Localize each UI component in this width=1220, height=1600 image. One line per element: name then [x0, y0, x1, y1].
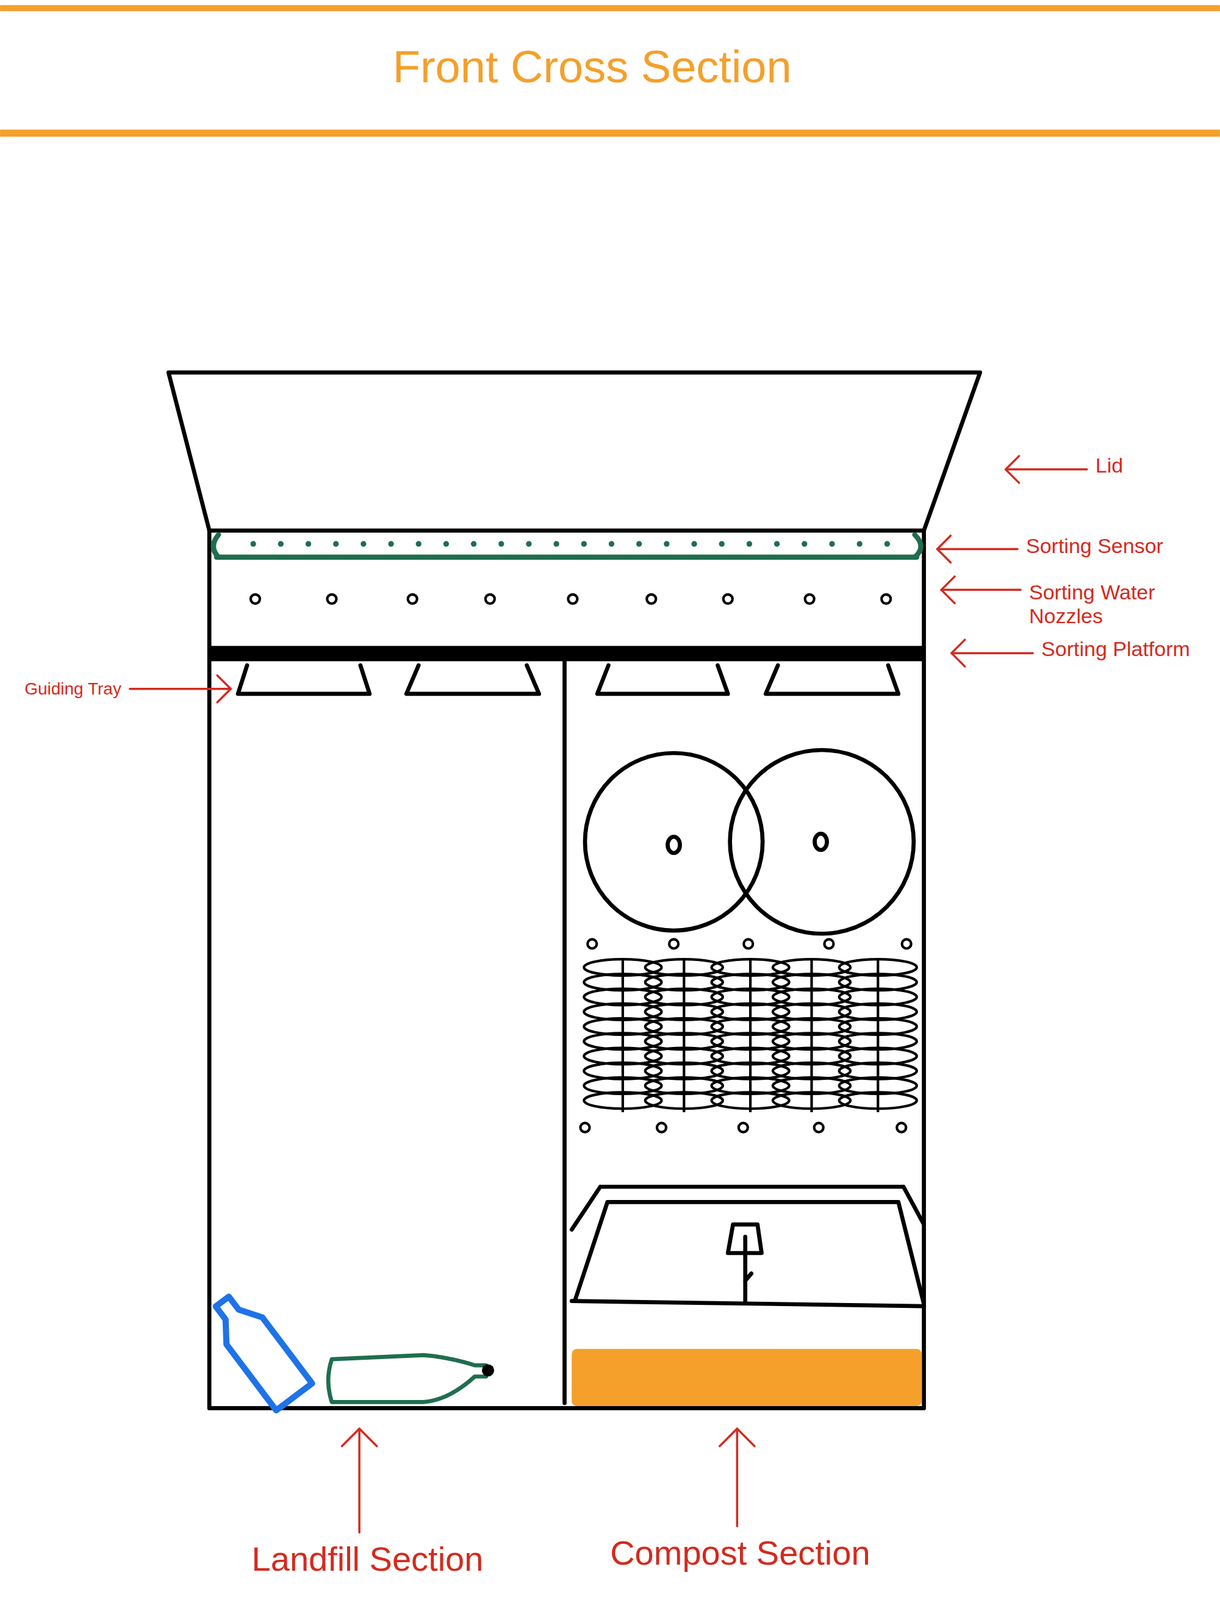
- sensor-dot: [828, 541, 835, 547]
- water-nozzle: [824, 939, 834, 949]
- leader-arrowhead: [951, 639, 966, 667]
- water-nozzle: [580, 1123, 590, 1133]
- sorting-sensor: [213, 534, 219, 558]
- drying-tray: [571, 1187, 924, 1307]
- water-nozzle: [326, 594, 337, 604]
- divider-wall: [562, 661, 567, 1404]
- sensor-dot: [884, 541, 890, 547]
- sensor-dot: [470, 541, 477, 547]
- heat-lamp: [745, 1237, 752, 1302]
- water-nozzle: [567, 594, 578, 604]
- sensor-dot: [663, 541, 670, 547]
- water-nozzle: [738, 1123, 748, 1133]
- part-label: Guiding Tray: [24, 679, 122, 700]
- water-nozzle: [485, 594, 495, 604]
- sensor-dot: [636, 541, 642, 547]
- water-nozzle: [805, 594, 815, 604]
- water-nozzles: [250, 594, 912, 1133]
- sensor-dot: [608, 541, 615, 547]
- sensor-dot: [525, 541, 532, 547]
- sensor-dots: [250, 541, 890, 547]
- sorting-sensor: [915, 534, 922, 558]
- sensor-dot: [691, 541, 697, 547]
- guiding-tray: [406, 665, 540, 695]
- glass-bottle: [328, 1355, 487, 1403]
- leader-line: [736, 1429, 739, 1527]
- section-label: Compost Section: [610, 1534, 870, 1574]
- sensor-dot: [443, 541, 449, 547]
- sensor-dot: [250, 541, 256, 547]
- water-nozzle: [723, 594, 733, 604]
- leader-line: [936, 548, 1018, 551]
- water-nozzle: [250, 594, 260, 604]
- water-nozzle: [896, 1123, 906, 1133]
- grinder-wheel: [730, 750, 914, 934]
- leader-line: [129, 688, 231, 691]
- leader-line: [951, 652, 1033, 655]
- compost-fill: [571, 1349, 922, 1407]
- plastic-bottle: [204, 1288, 313, 1411]
- sensor-dot: [416, 541, 422, 547]
- sensor-dot: [801, 541, 808, 547]
- header-bar: [0, 4, 1220, 11]
- sensor-dot: [746, 541, 753, 547]
- water-nozzle: [743, 939, 753, 949]
- water-nozzle: [881, 594, 891, 604]
- leader-arrowhead: [941, 576, 955, 604]
- sensor-dot: [387, 541, 394, 547]
- sensor-dot: [305, 541, 312, 547]
- wheel-axle: [667, 836, 681, 854]
- grinder-wheel: [584, 753, 763, 931]
- sorting-sensor: [216, 555, 917, 560]
- sensor-dot: [581, 541, 587, 547]
- leader-arrowhead: [719, 1429, 755, 1447]
- sensor-dot: [278, 541, 284, 547]
- guiding-tray: [765, 665, 899, 695]
- leader-arrowhead: [1005, 456, 1020, 484]
- page-title: Front Cross Section: [392, 40, 792, 93]
- sensor-dot: [333, 541, 339, 547]
- header-bar: [0, 129, 1220, 138]
- leader-line: [941, 589, 1021, 592]
- water-nozzle: [408, 594, 418, 604]
- housing: [209, 530, 924, 1409]
- sensor-dot: [498, 541, 504, 547]
- water-nozzle: [646, 594, 656, 604]
- water-nozzle: [902, 939, 912, 949]
- coil-springs: [583, 959, 917, 1113]
- part-label: Sorting Sensor: [1026, 534, 1164, 559]
- leader-line: [1005, 468, 1088, 471]
- part-label: Sorting Platform: [1041, 637, 1191, 662]
- coil-winding: [583, 1092, 662, 1109]
- sensor-dot: [719, 541, 725, 547]
- sensor-dot: [774, 541, 780, 547]
- leader-line: [358, 1429, 361, 1533]
- leader-arrowhead: [342, 1429, 377, 1447]
- wheel-axle: [814, 833, 828, 851]
- sensor-dot: [553, 541, 559, 547]
- section-label: Landfill Section: [251, 1540, 484, 1580]
- bottle-cap: [481, 1364, 495, 1377]
- water-nozzle: [814, 1123, 824, 1133]
- sensor-dot: [856, 541, 862, 547]
- water-nozzle: [587, 939, 597, 949]
- part-label: Sorting Water Nozzles: [1029, 580, 1194, 629]
- water-nozzle: [669, 939, 679, 949]
- lid: [168, 372, 980, 531]
- coil-winding: [711, 1092, 790, 1109]
- leader-arrowhead: [936, 535, 951, 563]
- coil-winding: [839, 1092, 917, 1109]
- water-nozzle: [656, 1123, 667, 1133]
- part-label: Lid: [1095, 453, 1124, 478]
- guiding-tray: [237, 665, 370, 695]
- sensor-dot: [360, 541, 366, 547]
- leader-arrowhead: [217, 675, 231, 703]
- sorting-platform: [209, 645, 924, 662]
- guiding-tray: [597, 665, 728, 695]
